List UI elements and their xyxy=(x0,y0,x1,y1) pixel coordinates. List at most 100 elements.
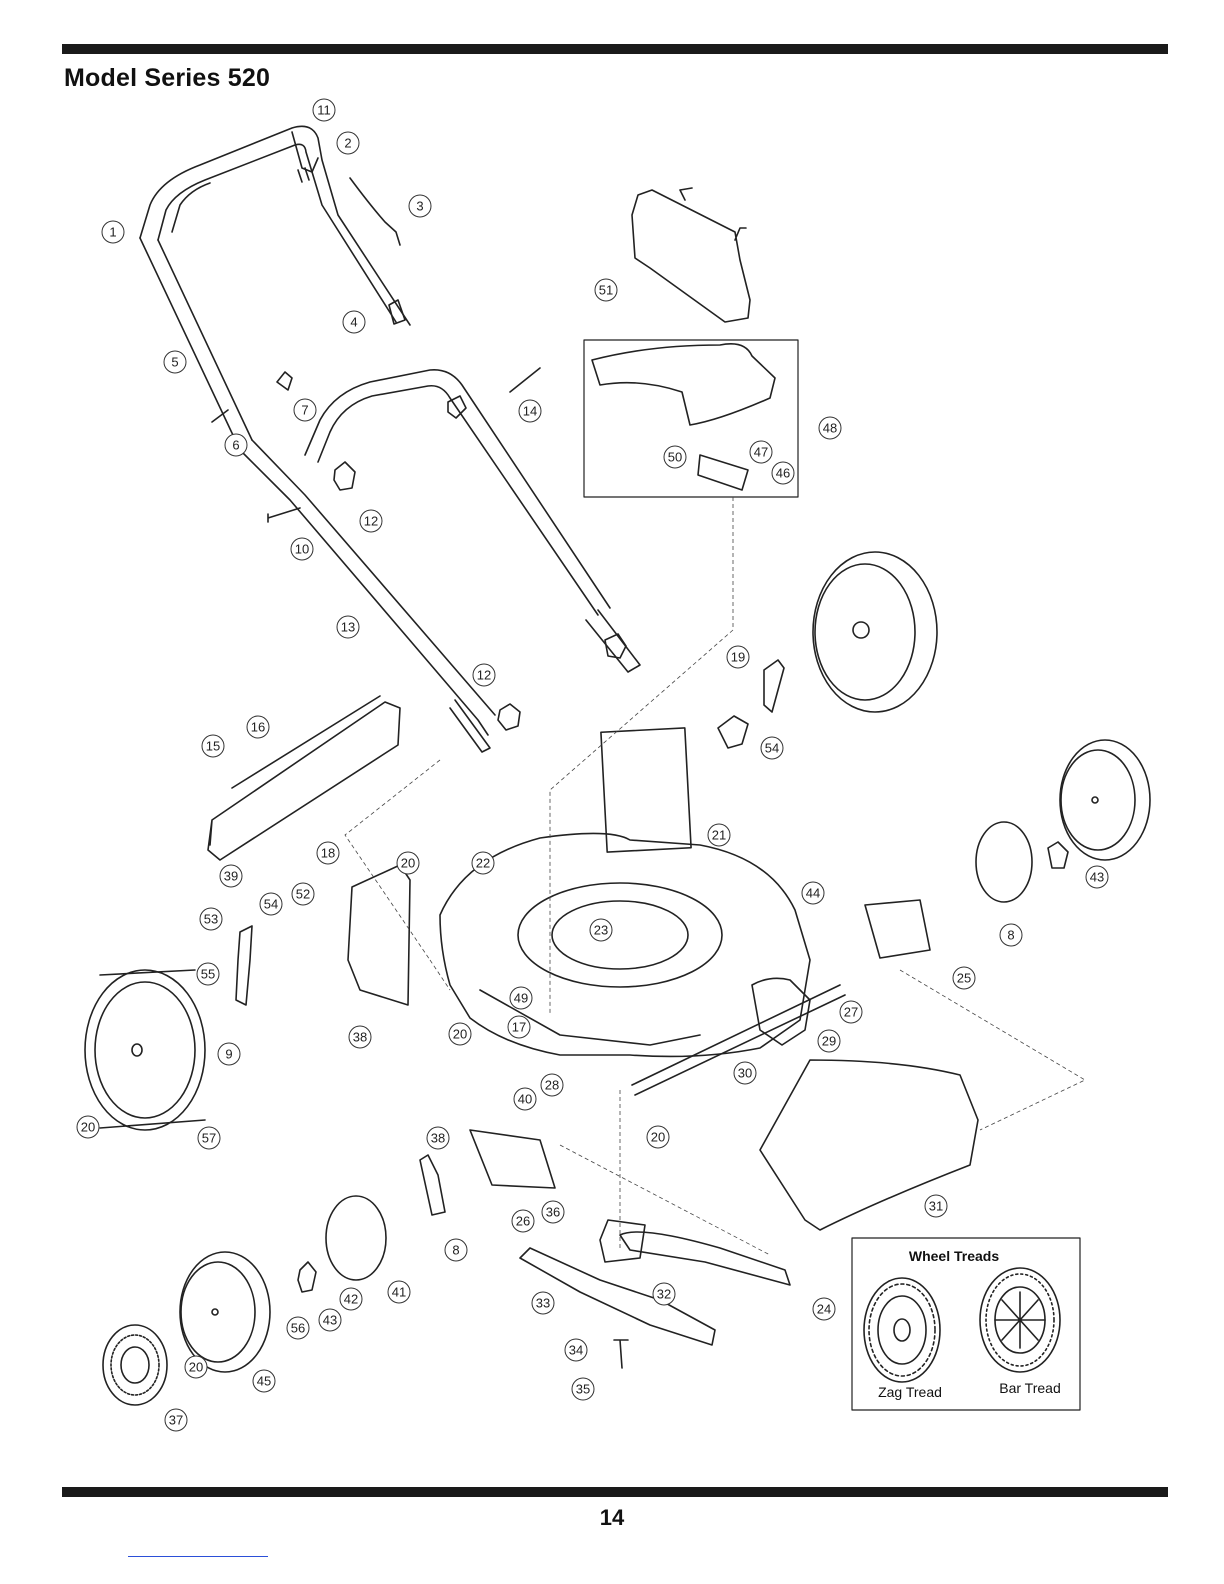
bar-tread-label: Bar Tread xyxy=(999,1380,1060,1396)
callout-label: 27 xyxy=(844,1005,858,1020)
callout-label: 36 xyxy=(546,1205,560,1220)
callout-label: 18 xyxy=(321,846,335,861)
part-callout-25: 25 xyxy=(953,967,975,989)
pivot-bracket xyxy=(718,660,784,748)
catcher-frame xyxy=(632,188,750,322)
callout-label: 45 xyxy=(257,1374,271,1389)
part-callout-23: 23 xyxy=(590,919,612,941)
part-callout-57: 57 xyxy=(198,1127,220,1149)
part-callout-14: 14 xyxy=(519,400,541,422)
bar-tread-wheel xyxy=(980,1268,1060,1372)
callout-label: 8 xyxy=(452,1243,459,1258)
callout-label: 57 xyxy=(202,1131,216,1146)
part-callout-2: 2 xyxy=(337,132,359,154)
wheel-height-plate xyxy=(601,728,691,852)
callout-label: 16 xyxy=(251,720,265,735)
callout-label: 54 xyxy=(765,741,779,756)
part-callout-54: 54 xyxy=(761,737,783,759)
upper-handle xyxy=(140,126,410,450)
part-callout-55: 55 xyxy=(197,963,219,985)
part-callout-36: 36 xyxy=(542,1201,564,1223)
control-bar xyxy=(292,132,318,172)
callout-label: 49 xyxy=(514,991,528,1006)
part-callout-29: 29 xyxy=(818,1030,840,1052)
bottom-rule xyxy=(62,1487,1168,1497)
callout-label: 54 xyxy=(264,897,278,912)
part-callout-12: 12 xyxy=(360,510,382,532)
part-callout-56: 56 xyxy=(287,1317,309,1339)
callout-label: 30 xyxy=(738,1066,752,1081)
part-callout-46: 46 xyxy=(772,462,794,484)
part-callout-6: 6 xyxy=(225,434,247,456)
callout-label: 1 xyxy=(109,225,116,240)
callout-label: 12 xyxy=(364,514,378,529)
part-callout-38: 38 xyxy=(427,1127,449,1149)
callout-label: 46 xyxy=(776,466,790,481)
callout-label: 43 xyxy=(323,1313,337,1328)
part-callout-22: 22 xyxy=(472,852,494,874)
callout-label: 28 xyxy=(545,1078,559,1093)
part-callout-33: 33 xyxy=(532,1292,554,1314)
part-callout-48: 48 xyxy=(819,417,841,439)
callout-label: 4 xyxy=(350,315,357,330)
part-callout-16: 16 xyxy=(247,716,269,738)
belt-pulley xyxy=(600,1220,645,1262)
deck-dome xyxy=(518,883,722,987)
catcher-callout-box xyxy=(584,340,798,497)
callout-label: 23 xyxy=(594,923,608,938)
part-callout-37: 37 xyxy=(165,1409,187,1431)
part-callout-12: 12 xyxy=(473,664,495,686)
callout-label: 9 xyxy=(225,1047,232,1062)
part-callout-20: 20 xyxy=(77,1116,99,1138)
part-callout-54: 54 xyxy=(260,893,282,915)
height-lever xyxy=(236,926,445,1215)
part-callout-44: 44 xyxy=(802,882,824,904)
callout-label: 29 xyxy=(822,1034,836,1049)
part-callout-30: 30 xyxy=(734,1062,756,1084)
lower-handle xyxy=(240,370,640,752)
bag-hinge-plate xyxy=(698,455,748,490)
part-callout-13: 13 xyxy=(337,616,359,638)
part-callout-8: 8 xyxy=(445,1239,467,1261)
footer-link-underline[interactable] xyxy=(128,1556,268,1557)
drive-belt xyxy=(620,1232,790,1285)
callout-label: 50 xyxy=(668,450,682,465)
callout-label: 35 xyxy=(576,1382,590,1397)
callout-label: 51 xyxy=(599,283,613,298)
callout-label: 8 xyxy=(1007,928,1014,943)
wheel xyxy=(180,1252,270,1372)
callout-label: 31 xyxy=(929,1199,943,1214)
part-callout-47: 47 xyxy=(750,441,772,463)
part-callout-7: 7 xyxy=(294,399,316,421)
callout-label: 20 xyxy=(453,1027,467,1042)
callout-label: 21 xyxy=(712,828,726,843)
grass-bag xyxy=(592,344,775,425)
callout-label: 56 xyxy=(291,1321,305,1336)
callout-label: 13 xyxy=(341,620,355,635)
part-callout-52: 52 xyxy=(292,883,314,905)
wheel xyxy=(85,970,205,1130)
wheel-hub xyxy=(298,842,1068,1292)
part-callout-27: 27 xyxy=(840,1001,862,1023)
part-callout-10: 10 xyxy=(291,538,313,560)
part-callout-20: 20 xyxy=(397,852,419,874)
callout-label: 38 xyxy=(431,1131,445,1146)
callout-label: 47 xyxy=(754,445,768,460)
zag-tread-wheel xyxy=(864,1278,940,1382)
rear-wheel-bracket xyxy=(348,865,410,1005)
mower-deck xyxy=(440,833,810,1056)
callout-label: 34 xyxy=(569,1343,583,1358)
callout-label: 22 xyxy=(476,856,490,871)
callout-label: 40 xyxy=(518,1092,532,1107)
callout-label: 53 xyxy=(204,912,218,927)
part-callout-49: 49 xyxy=(510,987,532,1009)
part-callout-53: 53 xyxy=(200,908,222,930)
zag-tread-label: Zag Tread xyxy=(878,1384,942,1400)
part-callout-34: 34 xyxy=(565,1339,587,1361)
part-callout-41: 41 xyxy=(388,1281,410,1303)
blade-bolt xyxy=(614,1340,628,1368)
callout-label: 52 xyxy=(296,887,310,902)
part-callout-21: 21 xyxy=(708,824,730,846)
part-callout-19: 19 xyxy=(727,646,749,668)
wheel xyxy=(1060,740,1150,860)
